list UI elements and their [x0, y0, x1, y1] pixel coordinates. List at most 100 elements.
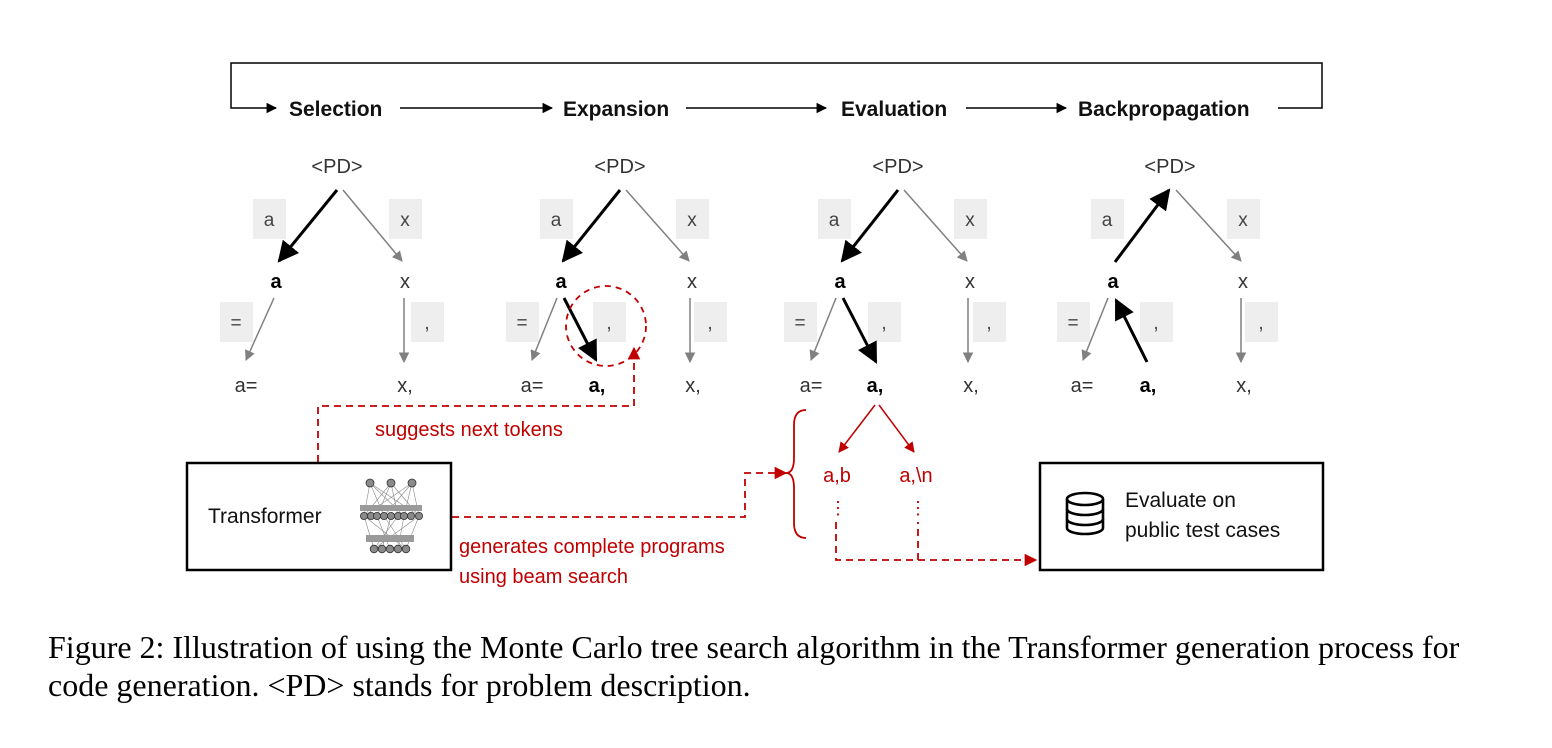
edge-label-box	[411, 302, 444, 342]
beam-joiner	[835, 522, 919, 561]
leaf-x-comma: x,	[963, 375, 979, 397]
edge-label-comma: ,	[1258, 313, 1263, 334]
edge	[1175, 189, 1242, 262]
leaf-a-comma: a,	[589, 375, 606, 397]
database-icon	[1065, 491, 1105, 536]
edge-label-box	[954, 199, 987, 239]
edge-evaluated	[841, 297, 878, 364]
generate-arrow	[452, 466, 788, 518]
transformer-box: Transformer	[185, 461, 453, 572]
ellipsis-1: ⋮	[829, 498, 847, 518]
edge-label-a: a	[264, 210, 275, 231]
edge-label-box	[818, 199, 851, 239]
evaluate-box: Evaluate on public test cases	[1038, 461, 1325, 572]
edge	[245, 297, 275, 361]
suggests-label: suggests next tokens	[375, 419, 563, 441]
edge-label-a: a	[829, 210, 840, 231]
node-x: x	[400, 271, 410, 293]
edge-label-box	[1140, 302, 1173, 342]
suggest-arrow	[317, 346, 641, 462]
edge-label-box	[676, 199, 709, 239]
evaluate-label-line1: Evaluate on	[1125, 489, 1236, 512]
edge-label-box	[868, 302, 901, 342]
node-a: a	[1107, 271, 1119, 293]
leaf-a-eq: a=	[235, 375, 258, 397]
beam-expansion: a,b a,\n ⋮ ⋮	[785, 404, 933, 539]
edge-label-box	[506, 302, 539, 342]
leaf-a-eq: a=	[521, 375, 544, 397]
node-a: a	[834, 271, 846, 293]
edge-label-x: x	[400, 210, 410, 231]
generates-label-line1: generates complete programs	[459, 536, 725, 558]
red-connectors	[317, 346, 1038, 567]
node-x: x	[965, 271, 975, 293]
edge-label-comma: ,	[606, 313, 611, 334]
root-node: <PD>	[1144, 156, 1195, 178]
leaf-x-comma: x,	[397, 375, 413, 397]
phase-selection: Selection	[289, 98, 382, 121]
edge-label-box	[1057, 302, 1090, 342]
edge-label-box	[253, 199, 286, 239]
edge-label-a: a	[551, 210, 562, 231]
edge-label-box	[1245, 302, 1278, 342]
leaf-a-eq: a=	[800, 375, 823, 397]
edge-label-eq: =	[516, 313, 527, 334]
edge	[809, 297, 837, 361]
expansion-highlight-circle	[565, 285, 647, 367]
root-node: <PD>	[594, 156, 645, 178]
transformer-label: Transformer	[208, 505, 322, 528]
leaf-x-comma: x,	[685, 375, 701, 397]
phase-expansion: Expansion	[563, 98, 669, 121]
edge	[903, 189, 968, 262]
edge-backprop	[1113, 188, 1171, 263]
tree-evaluation: <PD> a x a x = , , a= a, x,	[784, 156, 1006, 397]
beam-edge	[838, 404, 876, 453]
generates-label-line2: using beam search	[459, 566, 628, 588]
edge-label-comma: ,	[1153, 313, 1158, 334]
beam-edge	[878, 404, 915, 453]
root-node: <PD>	[872, 156, 923, 178]
ellipsis-2: ⋮	[909, 498, 927, 518]
edge-selected	[277, 189, 339, 263]
leaf-a-eq: a=	[1071, 375, 1094, 397]
loop-back-arrow	[230, 62, 1323, 114]
edge-label-x: x	[965, 210, 975, 231]
figure-caption: Figure 2: Illustration of using the Mont…	[48, 629, 1460, 703]
edge-label-x: x	[1238, 210, 1248, 231]
edge	[625, 189, 690, 262]
edge-label-comma: ,	[707, 313, 712, 334]
edge-label-box	[1091, 199, 1124, 239]
mcts-cycle	[230, 62, 1323, 114]
root-node: <PD>	[311, 156, 362, 178]
mcts-diagram: Selection Expansion Evaluation Backpropa…	[185, 62, 1325, 588]
edge-label-eq: =	[230, 313, 241, 334]
edge	[1081, 297, 1109, 361]
neural-network-icon	[359, 478, 423, 554]
node-x: x	[1238, 271, 1248, 293]
edge-label-eq: =	[794, 313, 805, 334]
leaf-x-comma: x,	[1236, 375, 1252, 397]
node-a: a	[555, 271, 567, 293]
edge-label-box	[220, 302, 253, 342]
edge-label-comma: ,	[424, 313, 429, 334]
edge-label-box	[694, 302, 727, 342]
node-a: a	[270, 271, 282, 293]
evaluate-label-line2: public test cases	[1125, 519, 1280, 542]
edge-label-box	[1227, 199, 1260, 239]
tree-backpropagation: <PD> a x a x = , , a= a, x,	[1057, 156, 1278, 397]
edge-selected	[561, 189, 622, 263]
leaf-a-comma: a,	[1140, 375, 1157, 397]
beam-candidate-2: a,\n	[899, 465, 932, 487]
beam-brace	[785, 409, 807, 539]
edge	[342, 189, 403, 262]
edge-label-box	[540, 199, 573, 239]
edge-label-eq: =	[1067, 313, 1078, 334]
edge-expanded	[562, 297, 598, 362]
phase-evaluation: Evaluation	[841, 98, 947, 121]
edge-label-a: a	[1102, 210, 1113, 231]
edge-label-box	[973, 302, 1006, 342]
edge-selected	[840, 189, 900, 263]
edge-label-comma: ,	[986, 313, 991, 334]
tree-expansion: <PD> a x a x = , , a= a, x,	[506, 156, 727, 397]
phase-backpropagation: Backpropagation	[1078, 98, 1250, 121]
